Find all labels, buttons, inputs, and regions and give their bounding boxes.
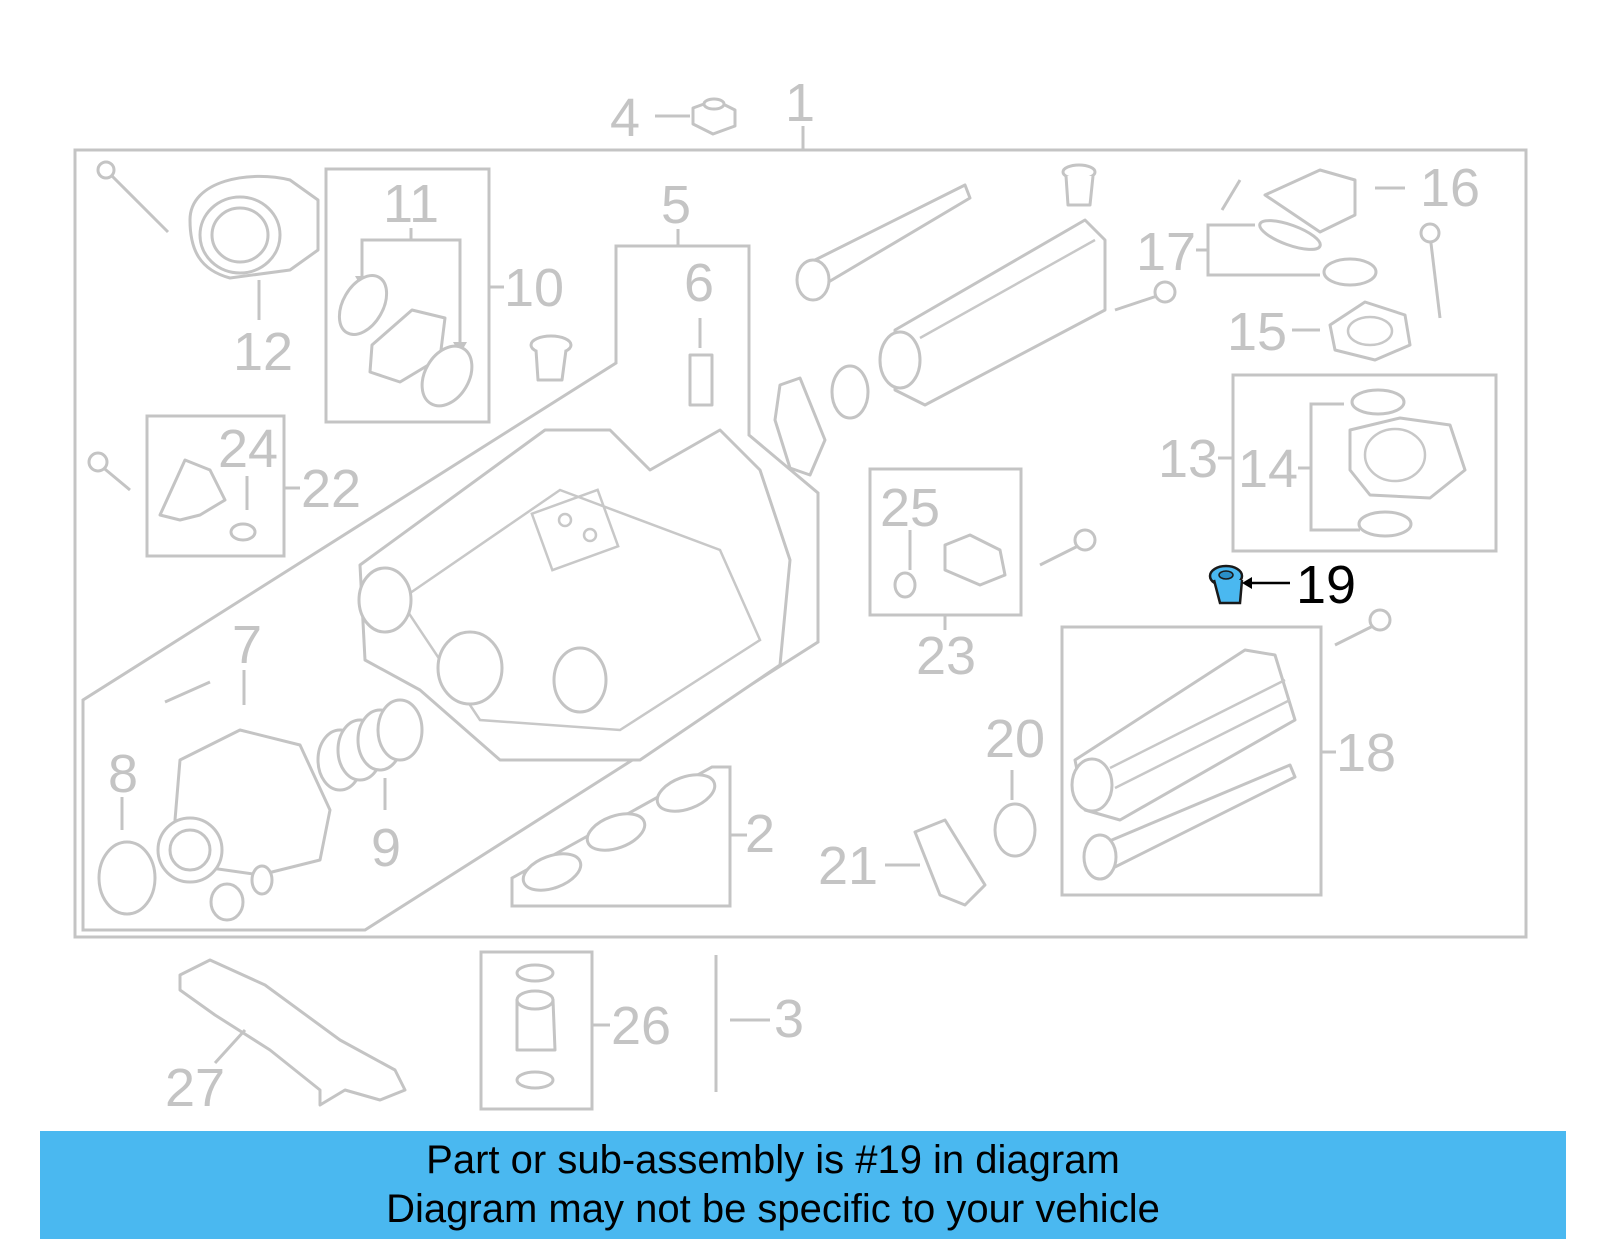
part-20-seal: [993, 770, 1037, 858]
callout-3: 3: [774, 989, 804, 1049]
part-15-flange: [1292, 300, 1412, 362]
part-tube-upper: [795, 183, 972, 302]
subgroup-26-box: [479, 950, 594, 1111]
callout-19: 19: [1296, 555, 1356, 615]
part-19-plug[interactable]: [1208, 564, 1290, 605]
part-14-throttle: [1348, 388, 1467, 538]
callout-26: 26: [611, 996, 671, 1056]
part-bushing-a: [529, 334, 573, 382]
part-10-gaskets: [337, 274, 474, 408]
callout-14: 14: [1238, 439, 1298, 499]
part-intercooler-upper: [878, 218, 1107, 407]
part-bolt-left: [87, 451, 131, 492]
part-9-spring: [316, 698, 424, 810]
part-bolt-18: [1334, 608, 1392, 647]
part-8-cap: [97, 797, 157, 916]
callout-2: 2: [745, 804, 775, 864]
callout-5: 5: [661, 175, 691, 235]
part-bolt-7: [164, 680, 211, 704]
banner-line-1: Part or sub-assembly is #19 in diagram: [426, 1138, 1120, 1182]
part-bolt-mid: [1114, 280, 1177, 312]
callout-21: 21: [818, 836, 878, 896]
part-16-elbow: [1263, 168, 1405, 234]
part-plug-upper: [1061, 163, 1097, 207]
part-small-bushing: [209, 864, 274, 922]
callout-12: 12: [233, 322, 293, 382]
part-tube-lower: [1082, 763, 1297, 881]
part-bolt-long: [96, 160, 170, 234]
part-25-sensor: [893, 533, 1007, 599]
callout-1: 1: [785, 73, 815, 133]
part-gasket-left: [773, 364, 870, 477]
part-18-intercooler: [1070, 648, 1297, 822]
callout-16: 16: [1420, 158, 1480, 218]
part-bolt-17: [1220, 179, 1242, 211]
part-21-gasket: [885, 818, 987, 907]
callout-8: 8: [108, 744, 138, 804]
callout-4: 4: [610, 88, 640, 148]
callout-25: 25: [880, 478, 940, 538]
part-3-stud: [714, 955, 770, 1092]
subgroup-22-box: [145, 414, 286, 558]
callout-18: 18: [1336, 723, 1396, 783]
part-6-dowel: [688, 318, 714, 407]
callout-20: 20: [985, 709, 1045, 769]
callout-22: 22: [301, 459, 361, 519]
part-long-bolt-right: [1419, 222, 1442, 319]
part-24-sensor: [158, 458, 257, 542]
callout-7: 7: [232, 615, 262, 675]
banner-line-2: Diagram may not be specific to your vehi…: [386, 1187, 1160, 1231]
part-4-nut: [655, 97, 737, 136]
callout-17: 17: [1136, 222, 1196, 282]
part-2-gaskets: [521, 773, 717, 892]
info-banner: Part or sub-assembly is #19 in diagram D…: [40, 1131, 1566, 1239]
subgroup-18-box: [1060, 625, 1323, 897]
part-12-housing: [188, 174, 320, 320]
callout-15: 15: [1227, 302, 1287, 362]
part-bolt-23: [1039, 528, 1097, 567]
callout-27: 27: [165, 1058, 225, 1118]
part-26-fitting: [515, 963, 557, 1090]
part-7-housing: [156, 670, 332, 884]
callout-13: 13: [1158, 429, 1218, 489]
part-27-pipe: [178, 958, 407, 1107]
callout-11: 11: [383, 174, 439, 234]
callout-23: 23: [916, 626, 976, 686]
callout-6: 6: [684, 253, 714, 313]
part-supercharger: [357, 428, 792, 762]
callout-9: 9: [371, 818, 401, 878]
callout-24: 24: [218, 419, 278, 479]
subgroup-5-box: [81, 244, 820, 932]
subgroup-10-box: [324, 167, 491, 424]
part-17-seals: [1258, 219, 1378, 287]
callout-10: 10: [504, 258, 564, 318]
assembly-frame: [73, 148, 1528, 939]
subgroup-13-box: [1231, 373, 1498, 553]
